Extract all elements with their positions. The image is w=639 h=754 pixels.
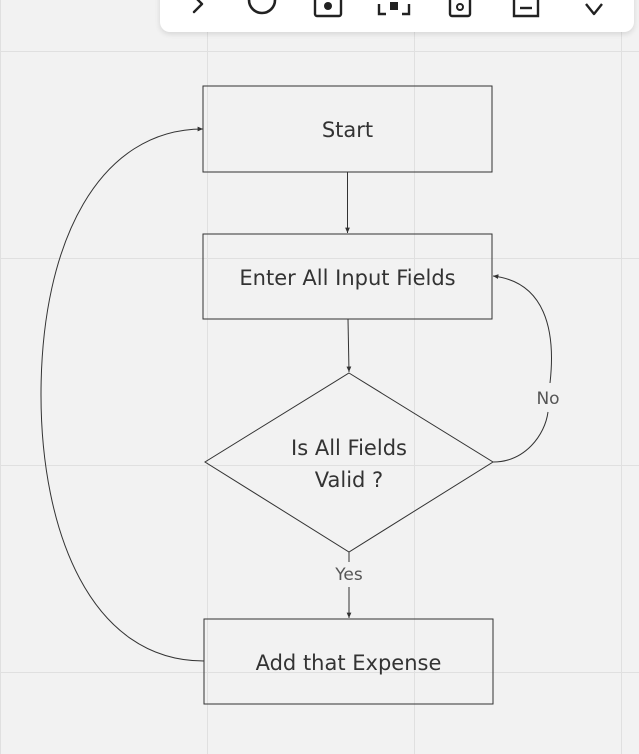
node-decision-label-line1: Is All Fields [291,436,407,460]
pen-tool-button[interactable] [574,0,614,20]
node-start-label: Start [322,118,373,142]
camera-tool-button[interactable] [308,0,348,20]
chevron-icon [192,0,204,14]
clipboard-tool-button[interactable] [440,0,480,20]
node-start[interactable]: Start [202,85,493,173]
note-icon [512,0,540,18]
frame-icon [377,2,411,16]
frame-tool-button[interactable] [374,0,414,20]
circle-icon [247,0,277,15]
note-tool-button[interactable] [506,0,546,20]
node-decision-label-line2: Valid ? [315,468,383,492]
node-enter-input-label: Enter All Input Fields [239,266,455,290]
edge-decision-to-input-no[interactable] [493,276,552,463]
chevron-tool-button[interactable] [180,0,220,20]
pen-icon [585,3,603,16]
node-add-expense[interactable]: Add that Expense [203,618,494,705]
node-decision[interactable]: Is All Fields Valid ? [204,372,494,553]
edge-input-to-decision[interactable] [346,318,352,373]
toolbar [160,0,634,32]
clipboard-icon [448,0,472,18]
edge-add-to-start-loop[interactable] [40,126,205,662]
node-enter-input[interactable]: Enter All Input Fields [202,233,493,320]
edge-no-label: No [536,389,559,409]
edge-yes-label: Yes [334,565,363,585]
node-add-expense-label: Add that Expense [256,651,442,675]
camera-icon [313,0,343,18]
circle-tool-button[interactable] [242,0,282,20]
